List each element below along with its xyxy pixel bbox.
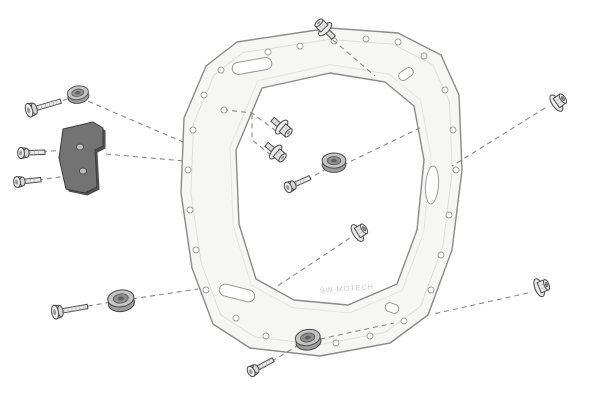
flanged-nut-right-upper: [549, 93, 568, 112]
plate-hole: [296, 42, 304, 50]
plate-slot: [384, 302, 400, 314]
screw-left-mid-upper: [17, 147, 46, 160]
assembly-leader-line: [332, 39, 376, 77]
plate-hole: [420, 52, 428, 60]
plate-slot: [218, 283, 256, 303]
plate-hole: [427, 286, 435, 294]
plate-hole: [200, 91, 208, 99]
rubber-grommet-bottom-center: [294, 328, 322, 351]
plate-hole: [192, 246, 200, 254]
adapter-plate: SW-MOTECH: [180, 27, 463, 357]
plate-hole: [362, 35, 370, 43]
plate-hole: [437, 251, 445, 259]
plate-hole: [202, 286, 210, 294]
mounting-bracket: [58, 121, 106, 196]
flanged-bolt-center-upper: [270, 116, 293, 138]
assembly-leader-line: [451, 107, 546, 167]
screw-center: [283, 174, 312, 194]
rubber-grommet-bottom-left: [107, 289, 136, 313]
rubber-grommet-left-upper: [66, 85, 90, 104]
plate-hole: [400, 317, 408, 325]
flanged-bolt-top: [314, 18, 337, 41]
pan-screw-bottom-left: [50, 303, 89, 320]
flanged-nut-center: [350, 223, 369, 242]
plate-hole: [262, 332, 270, 340]
screw-left-mid-lower: [13, 176, 42, 189]
plate-hole: [445, 211, 453, 219]
flanged-bolt-center-lower: [264, 141, 287, 163]
assembly-leader-line: [298, 167, 329, 185]
rubber-grommet-center: [321, 152, 347, 173]
plate-engraved-contour-inner: [229, 64, 432, 314]
plate-slot: [398, 66, 414, 82]
screw-bottom-center: [246, 357, 275, 378]
plate-hole: [232, 314, 240, 322]
plate-hole: [332, 339, 340, 347]
assembly-leader-line: [225, 109, 277, 132]
plate-hole: [264, 48, 272, 56]
plate-outline: [180, 27, 463, 357]
plate-hole: [217, 66, 225, 74]
flanged-nut-right-lower: [533, 278, 551, 298]
plate-hole: [184, 166, 192, 174]
plate-hole: [189, 126, 197, 134]
assembly-leader-line: [432, 292, 529, 315]
pan-screw-left-upper: [24, 98, 62, 118]
plate-hole: [186, 206, 194, 214]
assembly-leader-line: [342, 127, 421, 166]
assembly-leader-line: [105, 153, 185, 162]
plate-hole: [449, 126, 457, 134]
plate-hole: [452, 166, 460, 174]
fastener-parts: [13, 18, 568, 378]
assembly-leader-line: [28, 175, 69, 182]
plate-hole: [366, 332, 374, 340]
plate-hole: [441, 86, 449, 94]
plate-hole: [394, 38, 402, 46]
assembly-leader-line: [275, 237, 351, 288]
plate-engraved-contour: [190, 38, 453, 346]
plate-slot: [231, 57, 273, 75]
brand-engraving: SW-MOTECH: [319, 282, 374, 295]
plate-slot: [424, 165, 440, 205]
